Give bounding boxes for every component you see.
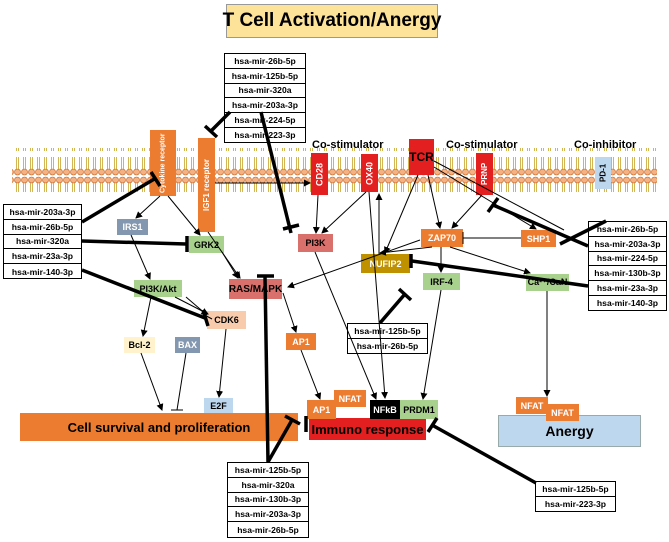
mirna-list-right: hsa-mir-26b-5p hsa-mir-203a-3p hsa-mir-2… — [588, 221, 667, 311]
shp1-node: SHP1 — [521, 230, 556, 247]
mirna-item: hsa-mir-224-5p — [225, 113, 305, 128]
mirna-item: hsa-mir-320a — [225, 84, 305, 99]
mirna-item: hsa-mir-140-3p — [11, 266, 74, 277]
pd1-receptor: PD-1 — [595, 157, 611, 189]
mirna-list-bottom: hsa-mir-125b-5p hsa-mir-320a hsa-mir-130… — [227, 462, 309, 538]
mirna-item: hsa-mir-26b-5p — [589, 222, 666, 237]
mirna-list-top: hsa-mir-26b-5p hsa-mir-125b-5p hsa-mir-3… — [224, 53, 306, 143]
costimulator-label-right: Co-stimulator — [446, 139, 518, 151]
mirna-item: hsa-mir-203a-3p — [589, 237, 666, 252]
pi3k-node: PI3K — [298, 234, 333, 252]
prnp-receptor: PRNP — [476, 153, 493, 195]
mirna-item: hsa-mir-203a-3p — [4, 205, 81, 220]
nfat-anergy-node-1: NFAT — [516, 397, 548, 414]
mirna-item: hsa-mir-320a — [228, 478, 308, 493]
nfat-complex-node: NFAT — [334, 390, 366, 407]
mirna-item: hsa-mir-203a-3p — [225, 98, 305, 114]
mirna-item: hsa-mir-26b-5p — [356, 341, 419, 352]
mirna-item: hsa-mir-23a-3p — [4, 249, 81, 265]
nfkb-node: NFkB — [370, 400, 400, 419]
mirna-item: hsa-mir-125b-5p — [225, 69, 305, 84]
nufip2-node: NUFIP2 — [361, 254, 410, 273]
irs1-node: IRS1 — [117, 219, 148, 235]
bax-node: BAX — [175, 337, 200, 353]
cell-survival-outcome: Cell survival and proliferation — [20, 413, 298, 441]
prdm1-node: PRDM1 — [400, 400, 438, 419]
mirna-item: hsa-mir-125b-5p — [348, 324, 427, 339]
ca-can-node: Ca²⁺/CaN — [526, 274, 569, 291]
mirna-item: hsa-mir-224-5p — [589, 252, 666, 267]
ap1-complex-node: AP1 — [307, 400, 336, 419]
diagram-title: T Cell Activation/Anergy — [223, 4, 441, 38]
nfat-anergy-node-2: NFAT — [546, 404, 579, 421]
mirna-item: hsa-mir-320a — [4, 235, 81, 250]
grk2-node: GRK2 — [189, 236, 224, 253]
mirna-list-middle: hsa-mir-125b-5p hsa-mir-26b-5p — [347, 323, 428, 354]
cd28-receptor: CD28 — [311, 153, 328, 195]
mirna-item: hsa-mir-26b-5p — [237, 524, 299, 535]
mirna-item: hsa-mir-125b-5p — [536, 482, 615, 497]
mirna-item: hsa-mir-23a-3p — [589, 281, 666, 296]
mirna-item: hsa-mir-26b-5p — [4, 220, 81, 235]
costimulator-label-left: Co-stimulator — [312, 139, 384, 151]
igf1-receptor: IGF1 receptor — [198, 138, 215, 232]
mirna-item: hsa-mir-203a-3p — [228, 507, 308, 523]
bcl2-node: Bcl-2 — [124, 337, 155, 353]
mirna-item: hsa-mir-130b-3p — [589, 266, 666, 282]
ap1-node: AP1 — [286, 333, 316, 350]
mirna-item: hsa-mir-130b-3p — [228, 493, 308, 508]
e2f-node: E2F — [204, 398, 233, 414]
cdk6-node: CDK6 — [207, 311, 246, 329]
tcr-receptor: TCR — [409, 139, 434, 175]
coinhibitor-label: Co-inhibitor — [574, 139, 637, 151]
immuno-response-outcome: Immuno response — [309, 418, 426, 440]
mirna-item: hsa-mir-125b-5p — [228, 463, 308, 478]
cytokine-receptor: Cytokine receptor — [150, 130, 176, 196]
irf4-node: IRF-4 — [423, 273, 460, 290]
pi3k-akt-node: PI3K/Akt — [134, 280, 182, 297]
mirna-item: hsa-mir-223-3p — [234, 130, 296, 141]
ox40-receptor: OX40 — [361, 154, 378, 192]
mirna-item: hsa-mir-26b-5p — [225, 54, 305, 69]
mirna-item: hsa-mir-223-3p — [544, 499, 607, 510]
zap70-node: ZAP70 — [421, 229, 463, 247]
ras-mapk-node: RAS/MAPK — [229, 279, 282, 299]
mirna-list-left: hsa-mir-203a-3p hsa-mir-26b-5p hsa-mir-3… — [3, 204, 82, 279]
mirna-list-bottom-right: hsa-mir-125b-5p hsa-mir-223-3p — [535, 481, 616, 512]
mirna-item: hsa-mir-140-3p — [596, 298, 659, 309]
